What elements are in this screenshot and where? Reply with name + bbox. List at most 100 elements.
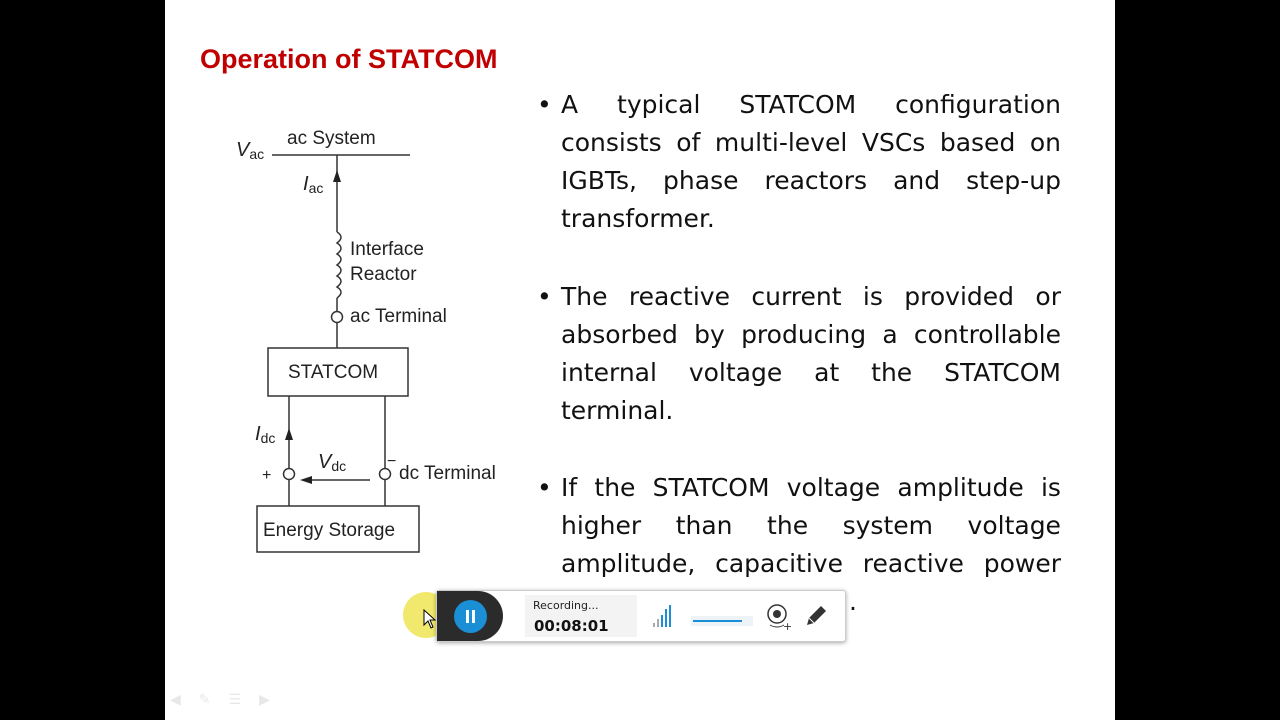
word: producing	[741, 320, 867, 349]
bullet-line: absorbed by producing a controllable	[561, 316, 1061, 354]
word: controllable	[913, 320, 1061, 349]
recording-elapsed-time: 00:08:01	[534, 617, 609, 635]
svg-text:+: +	[783, 620, 791, 631]
dc-plus-node	[282, 467, 296, 481]
vdc-arrowhead-icon	[300, 476, 312, 484]
bullet-line: higher than the system voltage	[561, 507, 1061, 545]
svg-text:Iac: Iac	[303, 173, 323, 196]
ac-terminal-label: ac Terminal	[350, 306, 447, 327]
word: power	[983, 549, 1061, 578]
word: terminal.	[561, 396, 674, 425]
slide-title: Operation of STATCOM	[200, 44, 498, 74]
bullet-marker: •	[537, 90, 552, 119]
ac-system-label: ac System	[287, 128, 376, 149]
word: on	[1029, 128, 1061, 157]
bullet-marker: •	[537, 282, 552, 311]
word: multi-level	[714, 128, 848, 157]
dc-minus-node	[378, 467, 392, 481]
vac-label: V	[236, 139, 251, 161]
word: or	[1035, 282, 1061, 311]
volume-slider[interactable]	[691, 616, 753, 626]
statcom-label: STATCOM	[288, 362, 378, 383]
idc-label: I	[255, 423, 261, 445]
word: higher	[561, 511, 642, 540]
word: amplitude	[897, 473, 1024, 502]
word: transformer.	[561, 204, 715, 233]
pause-button[interactable]	[454, 600, 487, 633]
word: by	[694, 320, 725, 349]
plus-label: +	[262, 467, 271, 484]
word: The	[561, 282, 608, 311]
word: system	[842, 511, 933, 540]
word: voltage	[967, 511, 1061, 540]
word: the	[871, 358, 913, 387]
word: reactive	[628, 282, 730, 311]
iac-label: I	[303, 173, 309, 195]
word: reactive	[862, 549, 964, 578]
word: is	[1040, 473, 1061, 502]
word: a	[882, 320, 898, 349]
bullet-line: The reactive current is provided or	[561, 278, 1061, 316]
word: reactors	[764, 166, 868, 195]
statcom-box	[267, 347, 409, 397]
word: configuration	[895, 90, 1061, 119]
word: the	[594, 473, 636, 502]
ac-terminal-node	[330, 310, 344, 324]
word: internal	[561, 358, 657, 387]
word: is	[862, 282, 883, 311]
webcam-icon[interactable]: +	[765, 603, 791, 631]
iac-arrow-icon	[333, 170, 341, 182]
recording-toolbar: Recording... 00:08:01 +	[423, 590, 846, 642]
pen-icon[interactable]: ✎	[198, 692, 211, 708]
recorder-control-panel	[437, 591, 503, 641]
dc-terminal-label: dc Terminal	[399, 463, 496, 484]
word: and	[893, 166, 941, 195]
svg-text:Vac: Vac	[236, 139, 264, 162]
word: at	[814, 358, 840, 387]
minus-label: −	[387, 453, 396, 470]
word: of	[676, 128, 701, 157]
bullet-line: transformer.	[561, 200, 1061, 238]
svg-text:Vdc: Vdc	[318, 451, 346, 474]
inductor-coil	[335, 231, 342, 299]
word: phase	[663, 166, 739, 195]
word: If	[561, 473, 578, 502]
bullet-line: terminal.	[561, 392, 1061, 430]
word: STATCOM	[652, 473, 770, 502]
vdc-label: V	[318, 451, 333, 473]
word: current	[751, 282, 842, 311]
bullet-tail: .	[849, 587, 857, 616]
word: STATCOM	[739, 90, 857, 119]
audio-level-icon[interactable]	[651, 603, 673, 629]
word: voltage	[786, 473, 881, 502]
recording-info: Recording... 00:08:01	[525, 595, 637, 637]
next-icon[interactable]: ▶	[259, 692, 270, 708]
word: IGBTs,	[561, 166, 638, 195]
svg-text:Idc: Idc	[255, 423, 275, 446]
mouse-cursor-icon	[423, 609, 437, 629]
statcom-diagram: Vac ac System Iac Interface Reactor ac T…	[236, 128, 496, 553]
word: based	[939, 128, 1016, 157]
word: capacitive	[715, 549, 843, 578]
idc-arrow-icon	[285, 428, 293, 440]
menu-icon[interactable]: ☰	[228, 692, 242, 708]
slide-controls: ◀ ✎ ☰ ▶	[170, 692, 270, 708]
pen-icon[interactable]	[803, 603, 829, 629]
energy-storage-label: Energy Storage	[263, 520, 395, 541]
previous-icon[interactable]: ◀	[170, 692, 181, 708]
reactor-label: Reactor	[350, 264, 417, 285]
word: consists	[561, 128, 662, 157]
volume-slider-fill	[693, 620, 743, 622]
word: than	[675, 511, 733, 540]
word: absorbed	[561, 320, 678, 349]
word: provided	[904, 282, 1015, 311]
word: VSCs	[861, 128, 926, 157]
energy-storage-box	[256, 505, 420, 553]
word: the	[767, 511, 809, 540]
